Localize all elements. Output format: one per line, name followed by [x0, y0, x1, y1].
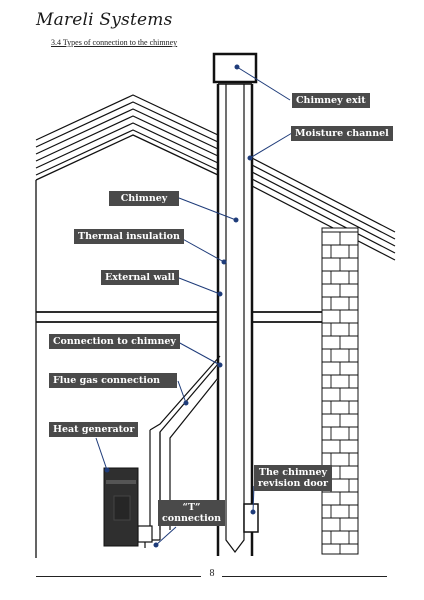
section-title: 3.4 Types of connection to the chimney: [51, 38, 178, 47]
roof-right: [251, 157, 396, 261]
label-external-wall: External wall: [101, 270, 179, 285]
footer-rule-right: [222, 576, 387, 577]
label-revision-door-line1: The chimney: [258, 467, 328, 478]
label-moisture-channel: Moisture channel: [291, 126, 393, 141]
label-heat-generator: Heat generator: [49, 422, 139, 437]
revision-door: [243, 503, 259, 533]
label-t-connection: “T” connection: [158, 500, 226, 526]
label-chimney-exit: Chimney exit: [292, 93, 370, 108]
t-connection: [137, 525, 153, 548]
label-t-connection-line2: connection: [162, 513, 222, 524]
roof-left: [35, 94, 219, 176]
house-outline: [35, 134, 219, 558]
label-chimney: Chimney: [109, 191, 179, 206]
chimney-shaft: [216, 83, 254, 556]
leader-lines: [95, 64, 293, 548]
page-number: 8: [209, 568, 215, 579]
footer-rule-left: [36, 576, 201, 577]
heat-generator: [103, 467, 139, 547]
label-t-connection-line1: “T”: [182, 502, 201, 513]
floor-slab: [36, 311, 322, 323]
label-revision-door-line2: revision door: [258, 478, 329, 489]
label-flue-gas-connection: Flue gas connection: [49, 373, 177, 388]
label-thermal-insulation: Thermal insulation: [74, 229, 184, 244]
brand-title: Mareli Systems: [36, 10, 173, 30]
label-connection-to-chimney: Connection to chimney: [49, 334, 180, 349]
flue-pipe: [149, 355, 221, 541]
brick-courses: [322, 231, 358, 554]
label-revision-door: The chimney revision door: [254, 465, 333, 491]
